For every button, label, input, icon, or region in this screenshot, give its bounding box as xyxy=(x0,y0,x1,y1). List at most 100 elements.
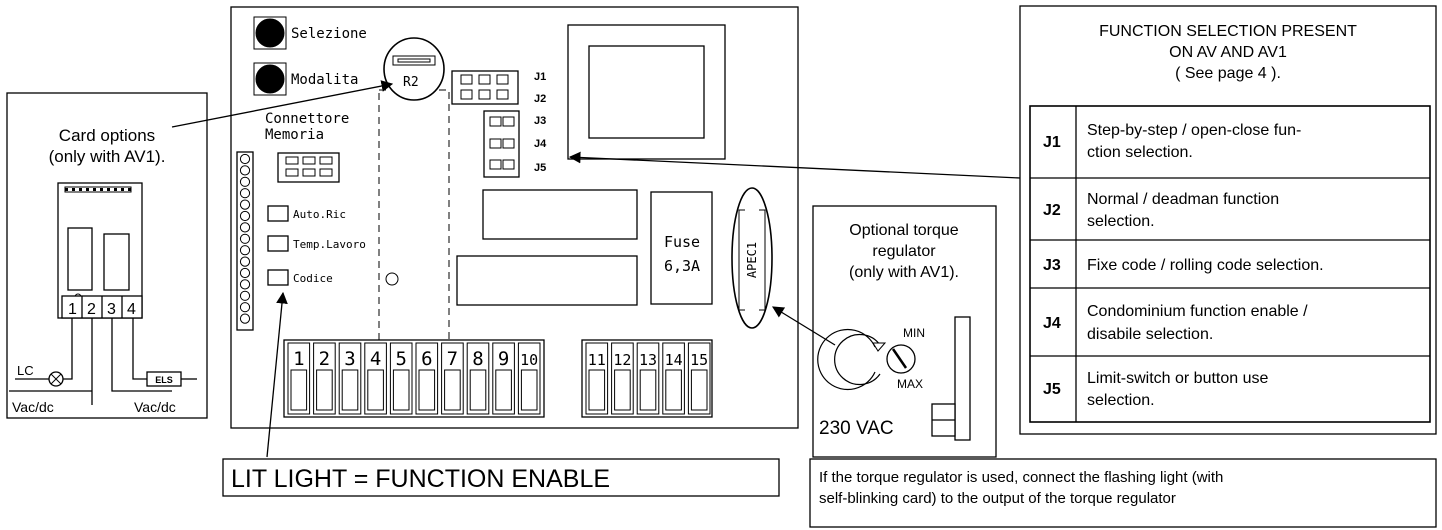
terminal-number-3: 3 xyxy=(344,348,355,370)
side-connector-pin xyxy=(239,222,251,233)
card-options-subtitle: (only with AV1). xyxy=(49,147,166,166)
option-terminal-2: 2 xyxy=(87,301,96,318)
terminal-cell xyxy=(585,342,609,415)
function-title-1: FUNCTION SELECTION PRESENT xyxy=(1099,23,1357,40)
option-terminal-4: 4 xyxy=(127,301,136,318)
relay-upper xyxy=(482,189,638,240)
terminal-cell xyxy=(662,342,685,415)
terminal-cell xyxy=(338,342,362,415)
selezione-button[interactable] xyxy=(255,18,285,48)
r2-highlight xyxy=(383,37,445,101)
row-code-j1: J1 xyxy=(1043,134,1061,151)
fuse-label: Fuse xyxy=(664,233,700,251)
torque-title-3: (only with AV1). xyxy=(849,264,959,281)
row-code-j4: J4 xyxy=(1043,315,1061,332)
card-options-panel: Card options (only with AV1). 1 2 3 4 LC… xyxy=(6,92,208,419)
side-connector xyxy=(236,151,254,331)
arrow-card-options-to-r2 xyxy=(171,80,394,128)
note-line-2: self-blinking card) to the output of the… xyxy=(819,490,1176,507)
vac-230-label: 230 VAC xyxy=(819,418,894,439)
arrow-table-to-jumpers xyxy=(568,151,1021,179)
els-box xyxy=(146,371,182,387)
row-desc2-j1: ction selection. xyxy=(1087,144,1193,161)
terminal-number-15: 15 xyxy=(690,351,708,369)
terminal-cell xyxy=(611,342,634,415)
selezione-label: Selezione xyxy=(291,26,367,42)
led-temp-lavoro xyxy=(267,235,289,252)
vac-right-label: Vac/dc xyxy=(134,399,176,415)
lit-light-text: LIT LIGHT = FUNCTION ENABLE xyxy=(231,465,610,493)
function-title-3: ( See page 4 ). xyxy=(1175,65,1281,82)
note-box: If the torque regulator is used, connect… xyxy=(809,458,1437,528)
torque-title-1: Optional torque xyxy=(849,222,959,239)
fuse-rating: 6,3A xyxy=(664,257,700,275)
row-desc2-j5: selection. xyxy=(1087,392,1155,409)
row-desc-j2: Normal / deadman function xyxy=(1087,191,1279,208)
lc-label: LC xyxy=(17,363,34,378)
lit-light-box: LIT LIGHT = FUNCTION ENABLE xyxy=(222,458,780,497)
terminal-number-12: 12 xyxy=(613,351,631,369)
relay-lower xyxy=(456,255,638,306)
terminal-cell xyxy=(492,342,515,415)
row-desc-j1: Step-by-step / open-close fun- xyxy=(1087,122,1301,139)
terminal-number-5: 5 xyxy=(395,348,406,370)
side-connector-pin xyxy=(239,210,251,222)
jumper-label-j2: J2 xyxy=(534,93,546,105)
modalita-button[interactable] xyxy=(255,64,285,94)
terminal-cell xyxy=(441,342,464,415)
r2-column xyxy=(378,89,450,344)
card-options-title: Card options xyxy=(59,126,155,145)
row-desc-j4: Condominium function enable / xyxy=(1087,303,1308,320)
terminal-number-13: 13 xyxy=(639,351,657,369)
jumper-label-j3: J3 xyxy=(534,115,546,127)
terminal-strip-right xyxy=(581,339,713,418)
callout-arrows xyxy=(171,80,1021,458)
option-card-relay xyxy=(103,233,130,291)
terminal-cell xyxy=(517,342,541,415)
torque-side-bar xyxy=(954,316,971,441)
terminal-cell xyxy=(636,342,660,415)
terminal-cell xyxy=(466,342,490,415)
side-connector-pin xyxy=(239,267,251,279)
terminal-cell xyxy=(287,342,311,415)
side-connector-pin xyxy=(239,165,251,176)
side-connector-pin xyxy=(239,153,251,165)
terminal-number-14: 14 xyxy=(665,351,683,369)
side-connector-pin xyxy=(239,302,251,313)
modalita-label: Modalita xyxy=(291,72,358,88)
jumper-label-j1: J1 xyxy=(534,71,546,83)
terminal-number-9: 9 xyxy=(498,348,509,370)
side-connector-pin xyxy=(239,188,251,199)
side-connector-pin xyxy=(239,176,251,187)
led-label-temp-lavoro: Temp.Lavoro xyxy=(293,238,366,251)
note-line-1: If the torque regulator is used, connect… xyxy=(819,469,1223,486)
option-card-relay xyxy=(67,227,93,291)
row-desc-j5: Limit-switch or button use xyxy=(1087,370,1269,387)
vac-left-label: Vac/dc xyxy=(12,399,54,415)
terminal-number-11: 11 xyxy=(588,351,606,369)
control-board: Selezione Modalita R2 Connettore Memoria… xyxy=(230,6,799,429)
led-auto-ric xyxy=(267,205,289,222)
max-label: MAX xyxy=(897,377,923,391)
row-desc-j3: Fixe code / rolling code selection. xyxy=(1087,257,1324,274)
terminal-cell xyxy=(313,342,336,415)
terminal-strip-left xyxy=(283,339,545,418)
terminal-number-6: 6 xyxy=(421,348,432,370)
row-code-j3: J3 xyxy=(1043,257,1061,274)
connettore-label: Connettore xyxy=(265,111,349,127)
terminal-cell xyxy=(389,342,413,415)
terminal-number-10: 10 xyxy=(520,351,538,369)
board-hole xyxy=(385,272,399,286)
led-label-auto-ric: Auto.Ric xyxy=(293,208,346,221)
led-label-codice: Codice xyxy=(293,272,333,285)
els-label: ELS xyxy=(155,375,173,385)
terminal-number-8: 8 xyxy=(472,348,483,370)
arrow-lit-light-to-leds xyxy=(266,291,288,458)
side-connector-pin xyxy=(239,290,251,301)
arrow-torque-to-apec1 xyxy=(772,306,836,346)
r2-label: R2 xyxy=(403,75,419,90)
fuse xyxy=(650,191,713,305)
min-label: MIN xyxy=(903,326,925,340)
option-terminal-3: 3 xyxy=(107,301,116,318)
